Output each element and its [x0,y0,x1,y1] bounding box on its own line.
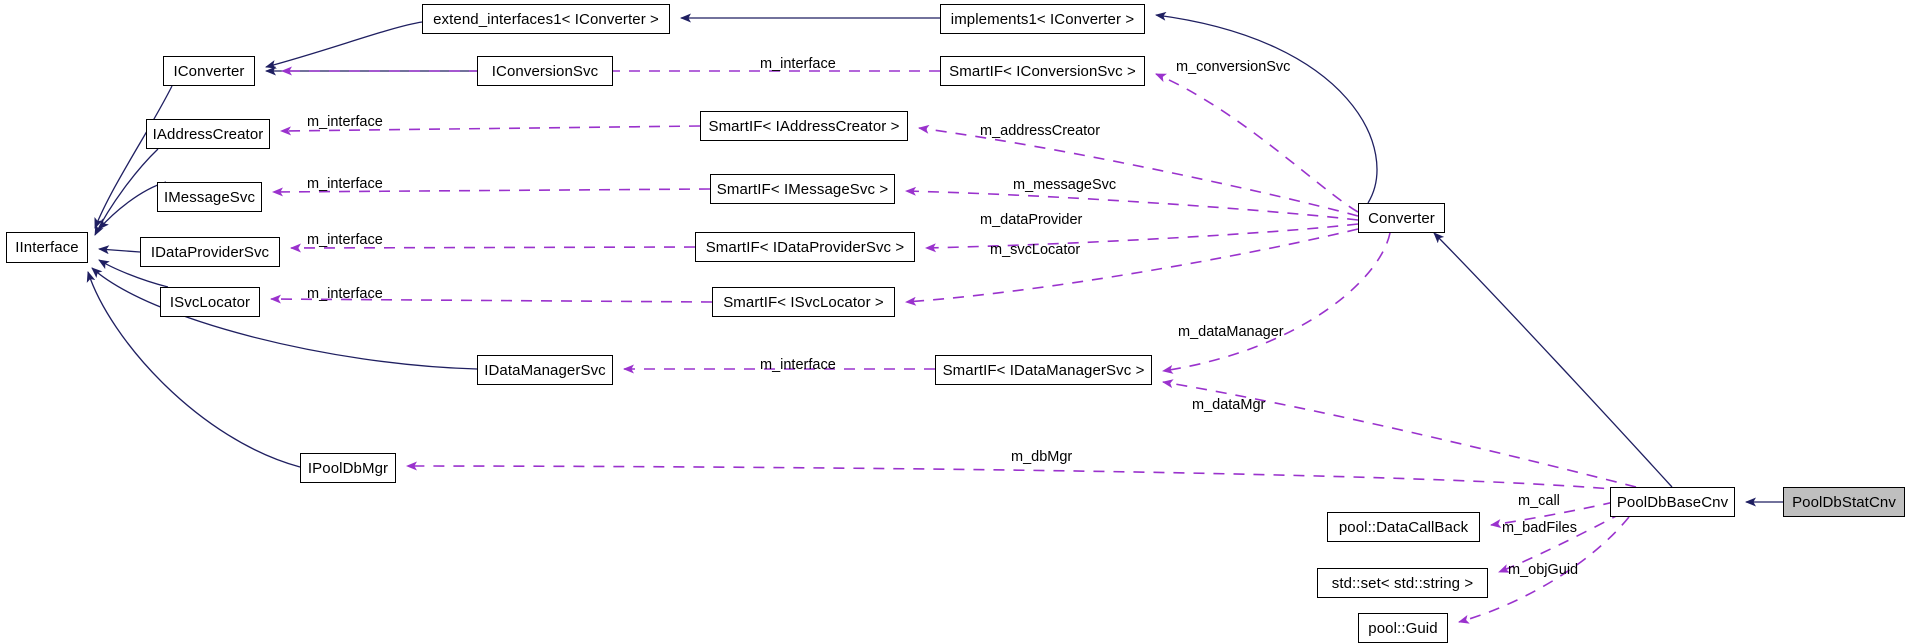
class-node-smartif_idatamanagersvc[interactable]: SmartIF< IDataManagerSvc > [935,355,1152,385]
class-node-label: ISvcLocator [169,293,251,311]
inheritance-edges [86,11,1783,507]
edge-label-lbl_m_dataprovider: m_dataProvider [980,212,1083,228]
edge-label-lbl_m_conversionsvc: m_conversionSvc [1176,59,1291,75]
edge-label-lbl_m_messagesvc: m_messageSvc [1013,177,1117,193]
class-node-idatamanagersvc[interactable]: IDataManagerSvc [477,355,613,385]
class-node-label: IInterface [15,239,79,256]
class-node-implements1[interactable]: implements1< IConverter > [940,4,1145,34]
edge-label-lbl_m_interface_datamanagersvc: m_interface [760,357,836,373]
class-node-pooldbstatcnv[interactable]: PoolDbStatCnv [1783,487,1905,517]
class-node-iinterface[interactable]: IInterface [6,232,88,263]
class-node-label: Converter [1368,209,1435,227]
edge-label-lbl_m_interface_addresscreator: m_interface [307,114,383,130]
class-node-extend_interfaces1[interactable]: extend_interfaces1< IConverter > [422,4,670,34]
edge-label-lbl_m_datamanager: m_dataManager [1178,324,1284,340]
class-node-label: pool::DataCallBack [1338,518,1469,536]
edge-label-lbl_m_dbmgr: m_dbMgr [1011,449,1073,465]
class-node-label: PoolDbStatCnv [1792,493,1896,511]
class-node-iconversionsvc[interactable]: IConversionSvc [477,56,613,86]
class-node-label: SmartIF< IAddressCreator > [708,117,900,135]
class-node-smartif_isvclocator[interactable]: SmartIF< ISvcLocator > [712,287,895,317]
class-node-smartif_iconversionsvc[interactable]: SmartIF< IConversionSvc > [940,56,1145,86]
class-node-isvclocator[interactable]: ISvcLocator [160,287,260,317]
class-node-pooldbbasecnv[interactable]: PoolDbBaseCnv [1610,487,1735,517]
class-node-label: IAddressCreator [152,125,264,143]
class-node-imessagesvc[interactable]: IMessageSvc [157,182,262,212]
class-node-label: IConverter [173,62,245,80]
class-node-label: SmartIF< IMessageSvc > [716,180,889,198]
edge-label-lbl_m_addresscreator: m_addressCreator [980,123,1101,139]
class-node-label: SmartIF< ISvcLocator > [723,293,884,311]
edge-label-lbl_m_interface_conversionsvc: m_interface [760,56,836,72]
class-node-converter[interactable]: Converter [1358,203,1445,233]
class-node-label: PoolDbBaseCnv [1616,493,1729,511]
class-node-label: IPoolDbMgr [307,459,389,477]
class-node-pool_guid[interactable]: pool::Guid [1358,613,1448,643]
class-node-pool_datacallback[interactable]: pool::DataCallBack [1327,512,1480,542]
class-node-iaddresscreator[interactable]: IAddressCreator [146,119,270,149]
class-node-smartif_imessagesvc[interactable]: SmartIF< IMessageSvc > [710,174,895,204]
class-node-label: SmartIF< IDataManagerSvc > [942,361,1145,379]
edge-label-lbl_m_badfiles: m_badFiles [1502,520,1577,536]
class-node-idataprovidersvc[interactable]: IDataProviderSvc [140,237,280,267]
class-node-label: IConversionSvc [491,62,599,80]
class-node-label: extend_interfaces1< IConverter > [433,10,659,28]
class-node-label: implements1< IConverter > [950,10,1135,28]
class-node-std_set_string[interactable]: std::set< std::string > [1317,568,1488,598]
class-node-ipooldbmgr[interactable]: IPoolDbMgr [300,453,396,483]
edge-label-lbl_m_svclocator: m_svcLocator [990,242,1081,258]
class-node-label: pool::Guid [1368,619,1438,637]
edge-label-lbl_m_call: m_call [1518,493,1560,509]
class-node-label: SmartIF< IDataProviderSvc > [705,238,905,256]
class-node-label: std::set< std::string > [1331,574,1474,592]
class-node-smartif_iaddresscreator[interactable]: SmartIF< IAddressCreator > [700,111,908,141]
edge-label-lbl_m_objguid: m_objGuid [1508,562,1579,578]
edge-label-lbl_m_datamgr: m_dataMgr [1192,397,1266,413]
edge-label-lbl_m_interface_dataprovidersvc: m_interface [307,232,383,248]
class-node-iconverter[interactable]: IConverter [163,56,255,86]
class-node-label: IDataManagerSvc [484,361,606,379]
class-node-smartif_idataprovidersvc[interactable]: SmartIF< IDataProviderSvc > [695,232,915,262]
edge-label-lbl_m_interface_svclocator: m_interface [307,286,383,302]
class-node-label: IDataProviderSvc [150,243,270,261]
class-node-label: IMessageSvc [163,188,256,206]
class-node-label: SmartIF< IConversionSvc > [949,62,1136,80]
edge-label-lbl_m_interface_messagesvc: m_interface [307,176,383,192]
